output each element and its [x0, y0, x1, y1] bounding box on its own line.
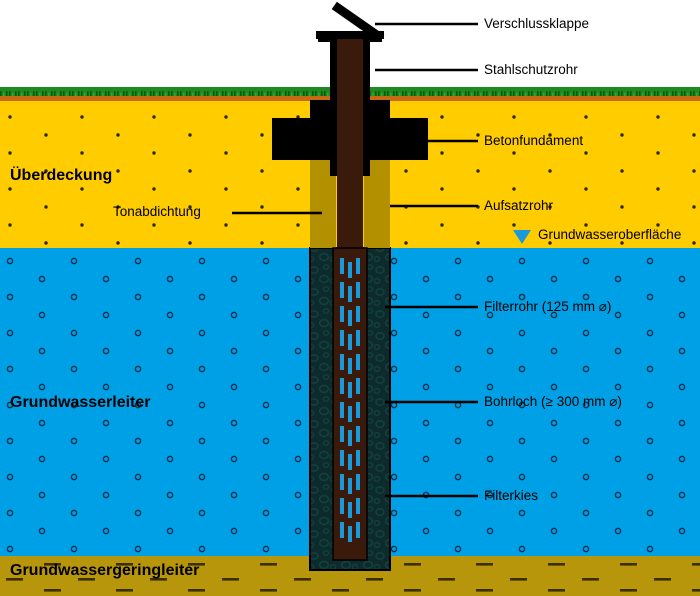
callout-label-stahlschutzrohr: Stahlschutzrohr	[484, 62, 578, 77]
flap-base	[316, 31, 384, 39]
closure-flap-icon	[331, 1, 385, 43]
strata-label-grundwasserleiter: Grundwasserleiter	[10, 394, 151, 411]
callout-label-filterkies: Filterkies	[484, 488, 539, 503]
steel-casing-right	[363, 40, 370, 176]
riser-pipe	[337, 38, 363, 250]
strata-label-grundwassergeringleiter: Grundwassergeringleiter	[10, 562, 200, 579]
filter-pipe-slots	[340, 258, 360, 542]
callout-label-verschlussklappe: Verschlussklappe	[484, 16, 590, 31]
concrete-foundation-left	[272, 118, 336, 160]
steel-casing-left	[330, 40, 337, 176]
concrete-foundation-right	[364, 118, 428, 160]
water-table-label: Grundwasseroberfläche	[538, 227, 682, 242]
water-table-marker-icon	[513, 230, 531, 244]
callout-label-tonabdichtung: Tonabdichtung	[113, 204, 201, 219]
callout-leader-lines	[375, 22, 478, 498]
strata-label-ueberdeckung: Überdeckung	[10, 167, 113, 184]
callout-label-bohrloch: Bohrloch (≥ 300 mm ⌀)	[484, 394, 622, 409]
callout-label-filterrohr: Filterrohr (125 mm ⌀)	[484, 299, 612, 314]
callout-label-aufsatzrohr: Aufsatzrohr	[484, 198, 554, 213]
callout-label-betonfundament: Betonfundament	[484, 133, 584, 148]
